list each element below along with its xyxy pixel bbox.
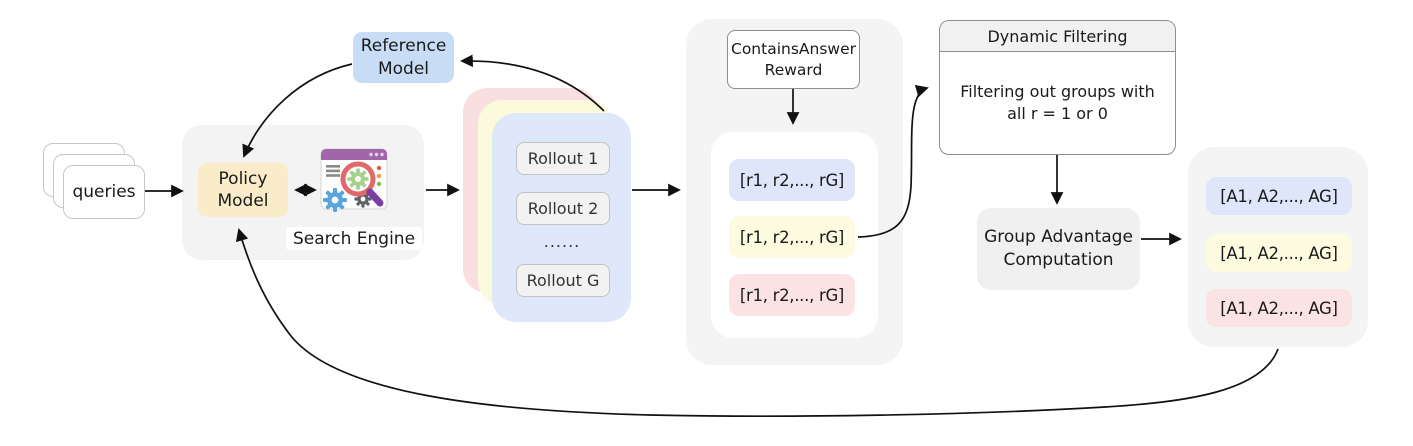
- advantage-list-blue: [A1, A2,..., AG]: [1206, 177, 1352, 215]
- rollout-2-box: Rollout 2: [516, 192, 610, 225]
- reward-list-pink: [r1, r2,..., rG]: [729, 274, 855, 316]
- rollout-g-box: Rollout G: [516, 264, 610, 297]
- dynamic-filtering-box: Dynamic Filtering Filtering out groups w…: [939, 20, 1176, 155]
- queries-card: queries: [63, 165, 145, 219]
- reference-model-box: Reference Model: [353, 32, 454, 83]
- group-advantage-box: Group Advantage Computation: [977, 208, 1140, 290]
- reference-model-label: Reference Model: [360, 36, 447, 79]
- rollout-ellipsis: ......: [543, 231, 581, 251]
- reward-list-blue: [r1, r2,..., rG]: [729, 159, 855, 201]
- reward-list-yellow: [r1, r2,..., rG]: [729, 216, 855, 258]
- contains-answer-reward-label: ContainsAnswer Reward: [731, 39, 856, 79]
- dynamic-filtering-title: Dynamic Filtering: [940, 21, 1175, 52]
- contains-answer-reward-box: ContainsAnswer Reward: [727, 30, 860, 89]
- search-engine-icon: [318, 141, 396, 225]
- group-advantage-label: Group Advantage Computation: [984, 227, 1133, 270]
- rollout-1-box: Rollout 1: [516, 142, 610, 175]
- dynamic-filtering-body: Filtering out groups with all r = 1 or 0: [960, 81, 1155, 123]
- search-engine-label: Search Engine: [286, 227, 422, 250]
- advantage-list-yellow: [A1, A2,..., AG]: [1206, 234, 1352, 272]
- policy-model-box: Policy Model: [198, 163, 288, 217]
- advantage-list-pink: [A1, A2,..., AG]: [1206, 289, 1352, 327]
- policy-model-label: Policy Model: [217, 168, 269, 211]
- queries-label: queries: [72, 182, 136, 202]
